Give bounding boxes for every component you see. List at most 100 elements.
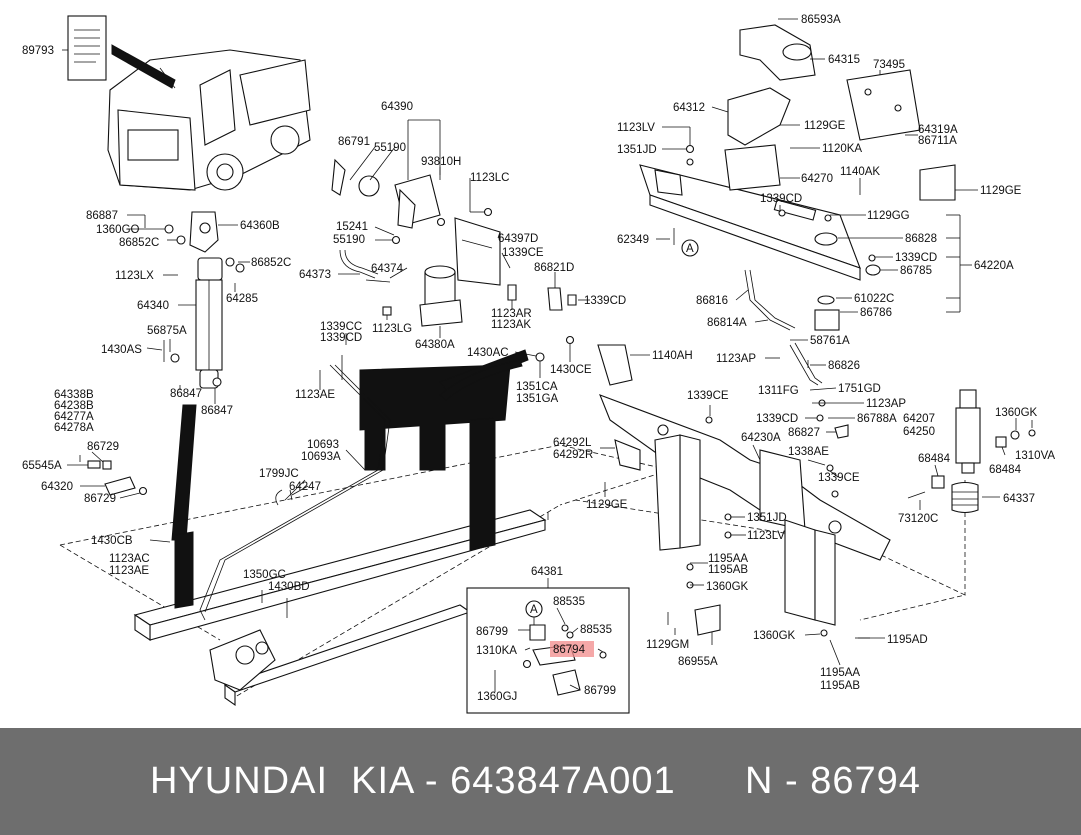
label-1129gm: 1129GM <box>646 639 689 651</box>
label-1339ce: 1339CE <box>818 472 860 484</box>
label-64312: 64312 <box>673 102 705 114</box>
label-1339cd: 1339CD <box>760 193 802 205</box>
label-56875a: 56875A <box>147 325 187 337</box>
label-86729: 86729 <box>84 493 116 505</box>
label-1339ce: 1339CE <box>687 390 729 402</box>
label-1140ah: 1140AH <box>652 350 693 362</box>
label-1339ce: 1339CE <box>502 247 544 259</box>
label-1351ca: 1351CA <box>516 381 558 393</box>
label-86794-highlighted: 86794 <box>553 644 586 656</box>
parts-diagram: 89793 86887 1360GO 86852C 64360B 1123LX … <box>22 14 1056 714</box>
label-86852c: 86852C <box>119 237 159 249</box>
label-1310ka: 1310KA <box>476 645 517 657</box>
label-1799jc: 1799JC <box>259 468 299 480</box>
label-73120c: 73120C <box>898 513 938 525</box>
label-64374: 64374 <box>371 263 404 275</box>
label-86826: 86826 <box>828 360 860 372</box>
label-1129ge: 1129GE <box>804 120 846 132</box>
label-58761a: 58761A <box>810 335 850 347</box>
label-1123ae: 1123AE <box>295 389 335 401</box>
label-62349: 62349 <box>617 234 649 246</box>
label-86791: 86791 <box>338 136 370 148</box>
label-1351ga: 1351GA <box>516 393 559 405</box>
label-1129gg: 1129GG <box>867 210 910 222</box>
label-1129ge: 1129GE <box>586 499 628 511</box>
label-86847: 86847 <box>170 388 202 400</box>
label-88535: 88535 <box>580 624 612 636</box>
separator: - <box>773 760 811 802</box>
part-number-banner: HYUNDAI KIA - 643847A001 N - 86794 <box>0 728 1081 835</box>
label-1123ae: 1123AE <box>109 565 149 577</box>
label-64320: 64320 <box>41 481 73 493</box>
label-61022c: 61022C <box>854 293 894 305</box>
label-64397d: 64397D <box>498 233 538 245</box>
label-64247: 64247 <box>289 481 321 493</box>
label-1195aa: 1195AA <box>708 553 748 565</box>
left-small-parts <box>79 455 148 496</box>
crossmember-assembly <box>639 24 956 386</box>
label-1123ap: 1123AP <box>866 398 906 410</box>
label-64207: 64207 <box>903 413 935 425</box>
label-10693: 10693 <box>307 439 339 451</box>
leader-lines <box>62 18 1033 692</box>
label-86816: 86816 <box>696 295 728 307</box>
label-64390: 64390 <box>381 101 413 113</box>
label-86847: 86847 <box>201 405 233 417</box>
label-86827: 86827 <box>788 427 820 439</box>
brand-name: HYUNDAI KIA <box>150 760 414 802</box>
label-55190: 55190 <box>374 142 406 154</box>
label-1430ac: 1430AC <box>467 347 509 359</box>
label-64292r: 64292R <box>553 449 593 461</box>
label-1120ka: 1120KA <box>822 143 862 155</box>
label-1195ab: 1195AB <box>820 680 860 692</box>
label-86887: 86887 <box>86 210 118 222</box>
label-64278a: 64278A <box>54 422 94 434</box>
label-64360b: 64360B <box>240 220 280 232</box>
label-1140ak: 1140AK <box>840 166 880 178</box>
pump-assembly <box>319 158 577 401</box>
spacer <box>676 760 745 802</box>
label-1339cd: 1339CD <box>756 413 798 425</box>
label-1310va: 1310VA <box>1015 450 1055 462</box>
target-part-highlight <box>550 641 594 657</box>
label-1195ad: 1195AD <box>887 634 928 646</box>
label-64277a: 64277A <box>54 411 94 423</box>
label-1339cc: 1339CC <box>320 321 362 333</box>
label-68484: 68484 <box>989 464 1022 476</box>
label-64338b: 64338B <box>54 389 94 401</box>
label-64250: 64250 <box>903 426 935 438</box>
label-86955a: 86955A <box>678 656 718 668</box>
callout-labels: 89793 86887 1360GO 86852C 64360B 1123LX … <box>22 14 1055 703</box>
label-86785: 86785 <box>900 265 932 277</box>
label-86799: 86799 <box>476 626 508 638</box>
label-10693a: 10693A <box>301 451 341 463</box>
label-1350gc: 1350GC <box>243 569 286 581</box>
label-1360gk: 1360GK <box>995 407 1038 419</box>
label-93810h: 93810H <box>421 156 461 168</box>
label-1430as: 1430AS <box>101 344 142 356</box>
label-64220a: 64220A <box>974 260 1014 272</box>
label-1123ak: 1123AK <box>491 319 531 331</box>
label-64319a: 64319A <box>918 124 958 136</box>
label-86711a: 86711A <box>918 135 957 147</box>
label-88535: 88535 <box>553 596 585 608</box>
label-86788a: 86788A <box>857 413 897 425</box>
label-1430cb: 1430CB <box>91 535 133 547</box>
label-1123lx: 1123LX <box>115 270 154 282</box>
chassis-frame <box>59 349 672 707</box>
part-number: 643847A001 <box>450 760 676 802</box>
label-64381: 64381 <box>531 566 563 578</box>
part-number-text: HYUNDAI KIA - 643847A001 N - 86794 <box>0 760 921 803</box>
label-1339cd: 1339CD <box>320 332 362 344</box>
label-1360go: 1360GO <box>96 224 140 236</box>
rear-frame-and-shock <box>547 344 1036 639</box>
label-64285: 64285 <box>226 293 258 305</box>
label-64337: 64337 <box>1003 493 1035 505</box>
label-1123ar: 1123AR <box>491 308 532 320</box>
label-1123ap: 1123AP <box>716 353 756 365</box>
label-1360gj: 1360GJ <box>477 691 517 703</box>
label-86814a: 86814A <box>707 317 747 329</box>
label-65545a: 65545A <box>22 460 62 472</box>
label-64340: 64340 <box>137 300 169 312</box>
label-64315: 64315 <box>828 54 860 66</box>
